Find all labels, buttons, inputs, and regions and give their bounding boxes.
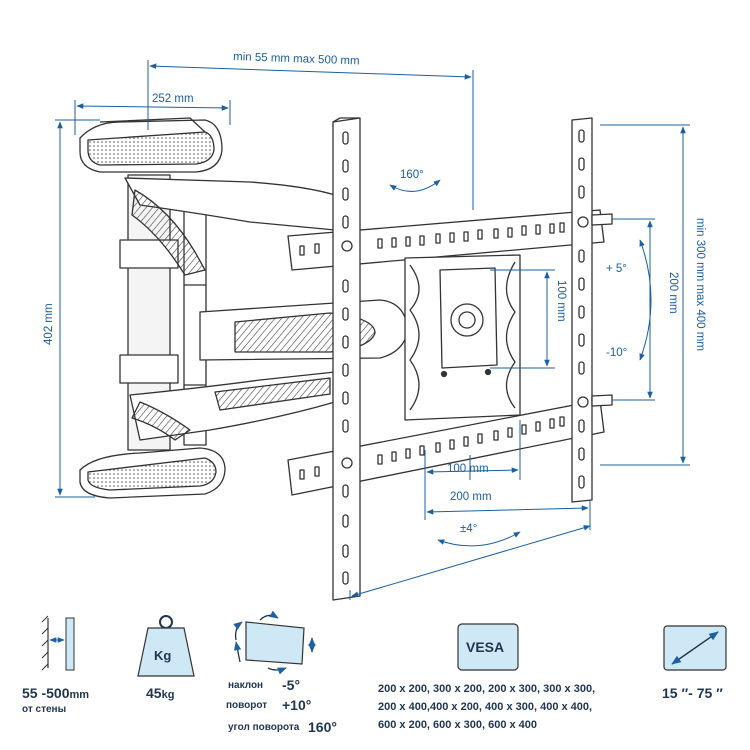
weight-icon	[137, 615, 195, 677]
horizontal-200-line	[426, 505, 589, 515]
lower-arm	[129, 371, 336, 441]
horizontal-rail-bottom	[287, 399, 605, 496]
screen-size-value: 15 ″- 75 ″	[662, 685, 723, 701]
weight-badge: Kg	[154, 648, 171, 663]
vertical-100-label: 100 mm	[555, 280, 567, 322]
arm-width-label: 252 mm	[152, 93, 194, 105]
middle-arm	[199, 299, 409, 361]
mount-drawing	[79, 117, 613, 601]
dimension-lines	[55, 60, 690, 600]
weight-value: 45kg	[146, 685, 174, 701]
vesa-icon	[457, 623, 519, 671]
screen-size-icon	[663, 625, 727, 671]
screws	[591, 213, 613, 407]
tilt-arc	[639, 239, 652, 361]
center-plate	[404, 254, 521, 421]
arm-width-line	[76, 103, 229, 111]
rotation-label: ±4°	[460, 523, 477, 535]
horizontal-rail-slots	[299, 222, 565, 480]
swivel-spec-label: угол поворота	[228, 722, 300, 733]
arm-range-label: min 55 mm max 500 mm	[233, 51, 360, 67]
vertical-range-label: min 300 mm max 400 mm	[694, 218, 706, 351]
wall-distance-value: 55 -500mm	[22, 685, 89, 701]
horizontal-100-line	[426, 467, 519, 475]
vesa-list-line-2: 200 x 400,400 x 200, 400 x 300, 400 x 40…	[378, 701, 592, 713]
rail-slots	[341, 129, 589, 585]
upper-arm	[124, 177, 336, 276]
vesa-badge: VESA	[466, 639, 504, 655]
tilt-down-label: -10°	[606, 347, 627, 359]
vesa-list-line-1: 200 x 200, 300 x 200, 200 x 300, 300 x 3…	[378, 683, 595, 695]
swivel-label: 160°	[400, 169, 424, 181]
wall-cap-bottom	[79, 447, 226, 499]
rotation-arc	[437, 531, 521, 547]
tilt-up-label: + 5°	[606, 263, 627, 275]
swivel-spec-value: 160°	[308, 719, 337, 735]
rotate-label: поворот	[226, 700, 267, 711]
tilt-label: наклон	[228, 680, 263, 691]
wall-distance-caption: от стены	[22, 704, 66, 715]
vertical-200-label: 200 mm	[667, 272, 679, 314]
wall-distance-icon	[41, 615, 75, 671]
horizontal-100-label: 100 mm	[447, 463, 489, 475]
wall-cap-top	[79, 117, 223, 173]
height-label: 402 mm	[43, 303, 55, 345]
horizontal-range-line	[351, 525, 591, 597]
arm-range-line	[149, 63, 472, 80]
horizontal-rail-top	[287, 209, 605, 271]
tilt-swivel-icon	[233, 610, 316, 675]
swivel-arc	[389, 179, 441, 192]
rotate-value: +10°	[282, 697, 311, 713]
tilt-value: -5°	[282, 677, 300, 693]
horizontal-200-label: 200 mm	[450, 491, 492, 503]
vesa-list-line-3: 600 x 200, 600 x 300, 600 x 400	[378, 719, 537, 731]
